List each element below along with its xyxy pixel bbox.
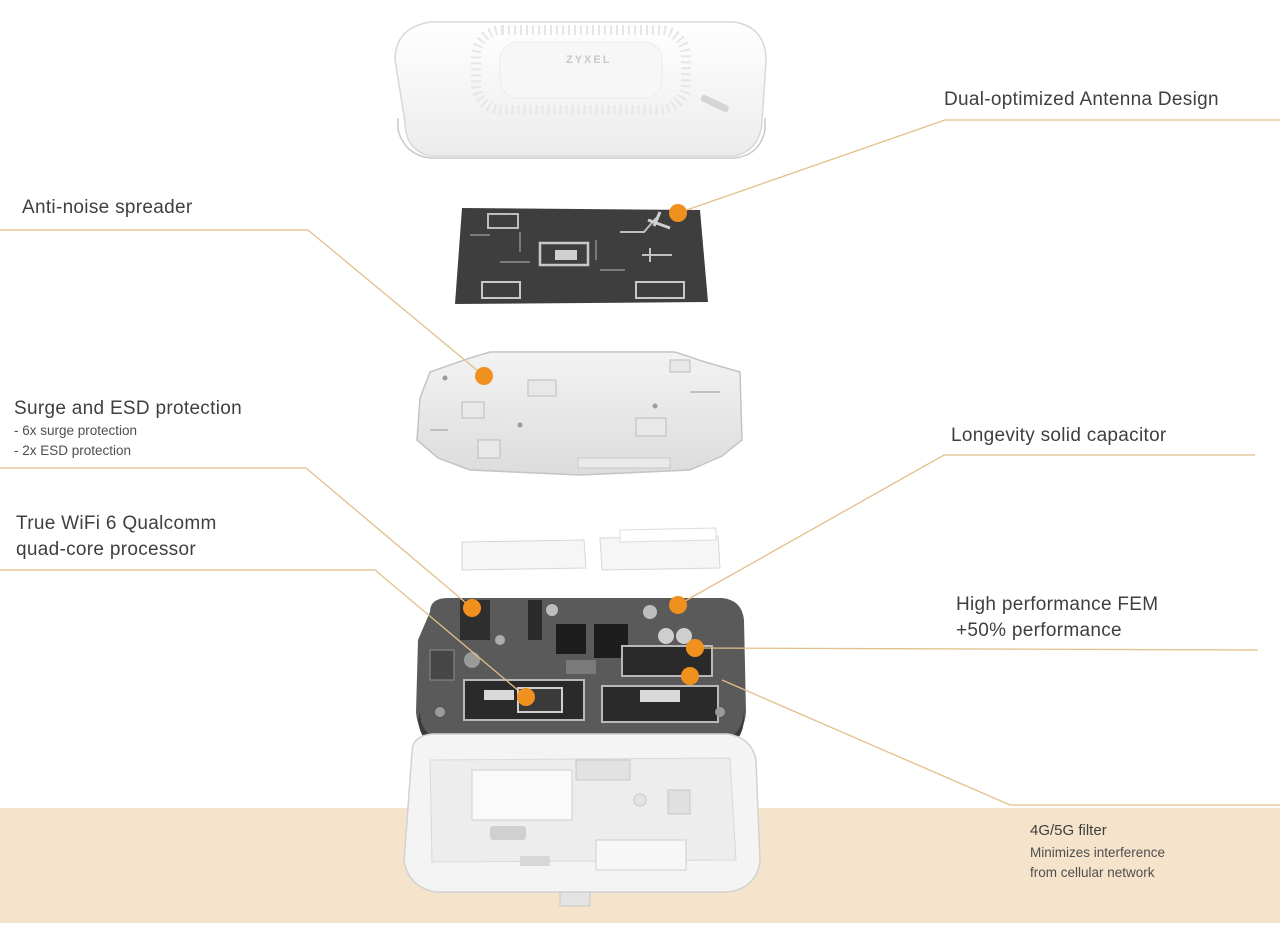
label-spreader: Anti-noise spreader (22, 197, 193, 218)
label-filter-detail-1: Minimizes interference (1030, 845, 1166, 860)
leader-processor (0, 569, 527, 698)
dot-filter (681, 667, 699, 685)
dot-fem (686, 639, 704, 657)
leader-capacitor (677, 454, 1255, 606)
label-processor-line-2: quad-core processor (16, 539, 196, 560)
brand-logo: ZYXEL (566, 54, 611, 66)
top-cover: ZYXEL (394, 21, 767, 159)
thermal-pads (461, 527, 721, 571)
label-antenna: Dual-optimized Antenna Design (944, 89, 1219, 110)
leader-filter (721, 679, 1280, 806)
antenna-board (455, 208, 708, 304)
dot-surge (463, 599, 481, 617)
leader-surge (0, 467, 473, 609)
label-surge: Surge and ESD protection (14, 398, 242, 419)
label-fem-line-1: High performance FEM (956, 594, 1159, 615)
label-processor-line-1: True WiFi 6 Qualcomm (16, 513, 217, 534)
dot-processor (517, 688, 535, 706)
dot-spreader (475, 367, 493, 385)
label-fem-line-2: +50% performance (956, 620, 1122, 641)
label-surge-detail-2: - 2x ESD protection (14, 443, 132, 458)
leader-lines (0, 119, 1280, 806)
dot-capacitor (669, 596, 687, 614)
anti-noise-spreader-plate (416, 351, 743, 476)
label-capacitor: Longevity solid capacitor (951, 425, 1167, 446)
leader-spreader (0, 229, 485, 377)
label-surge-detail-1: - 6x surge protection (14, 423, 138, 438)
base-housing (403, 733, 761, 907)
leader-antenna (677, 119, 1280, 214)
callout-dots (463, 204, 704, 706)
label-filter: 4G/5G filter (1030, 822, 1107, 839)
dot-antenna (669, 204, 687, 222)
label-filter-detail-2: from cellular network (1030, 865, 1155, 880)
leader-fem (694, 647, 1259, 651)
